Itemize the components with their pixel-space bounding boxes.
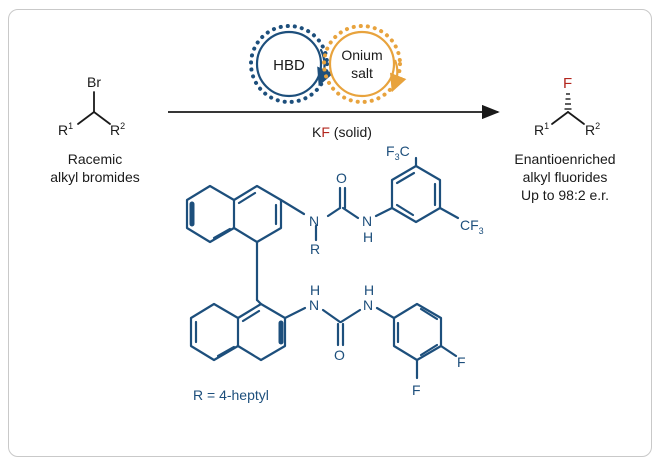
substrate-structure: Br R1 R2 Racemic alkyl bromides bbox=[50, 74, 139, 185]
substrate-caption-line2: alkyl bromides bbox=[50, 169, 139, 185]
substrate-caption-line1: Racemic bbox=[68, 151, 122, 167]
figure-border bbox=[8, 9, 652, 457]
onium-label-line1: Onium bbox=[341, 47, 382, 63]
hbd-catalyst-structure: N R O N H F3C CF3 N H bbox=[185, 143, 484, 403]
upper-r: R bbox=[310, 241, 320, 257]
fluorine-right: F bbox=[457, 354, 466, 370]
fluorine-bottom: F bbox=[412, 382, 421, 398]
r-definition: R = 4-heptyl bbox=[193, 387, 269, 403]
substrate-r1: R1 bbox=[58, 121, 73, 138]
hashed-wedge-bond bbox=[564, 93, 572, 110]
hbd-cycle: HBD bbox=[249, 24, 334, 104]
hbd-label: HBD bbox=[273, 57, 305, 74]
product-fluorine: F bbox=[563, 75, 572, 92]
product-caption-line3: Up to 98:2 e.r. bbox=[521, 187, 609, 203]
product-caption-line2: alkyl fluorides bbox=[523, 169, 608, 185]
substrate-bromine: Br bbox=[87, 74, 101, 90]
onium-label-line2: salt bbox=[351, 65, 373, 81]
product-r2: R2 bbox=[585, 121, 600, 138]
product-structure: F R1 R2 Enantioenriched alkyl fluorides … bbox=[514, 75, 615, 203]
onium-cycle: Onium salt bbox=[322, 24, 407, 104]
lower-nh2-n: N bbox=[363, 297, 373, 313]
upper-o: O bbox=[336, 170, 347, 186]
upper-n: N bbox=[309, 213, 319, 229]
reagent-label: KF (solid) bbox=[312, 124, 372, 140]
product-caption-line1: Enantioenriched bbox=[514, 151, 615, 167]
upper-nh-n: N bbox=[362, 213, 372, 229]
upper-nh-h: H bbox=[363, 229, 373, 245]
onium-arrow-icon bbox=[389, 59, 407, 93]
lower-nh2-h: H bbox=[364, 282, 374, 298]
product-r1: R1 bbox=[534, 121, 549, 138]
lower-nh1-n: N bbox=[309, 297, 319, 313]
lower-o: O bbox=[334, 347, 345, 363]
cf3-top: F3C bbox=[386, 143, 410, 162]
lower-nh1-h: H bbox=[310, 282, 320, 298]
substrate-r2: R2 bbox=[110, 121, 125, 138]
cf3-right: CF3 bbox=[460, 217, 484, 236]
